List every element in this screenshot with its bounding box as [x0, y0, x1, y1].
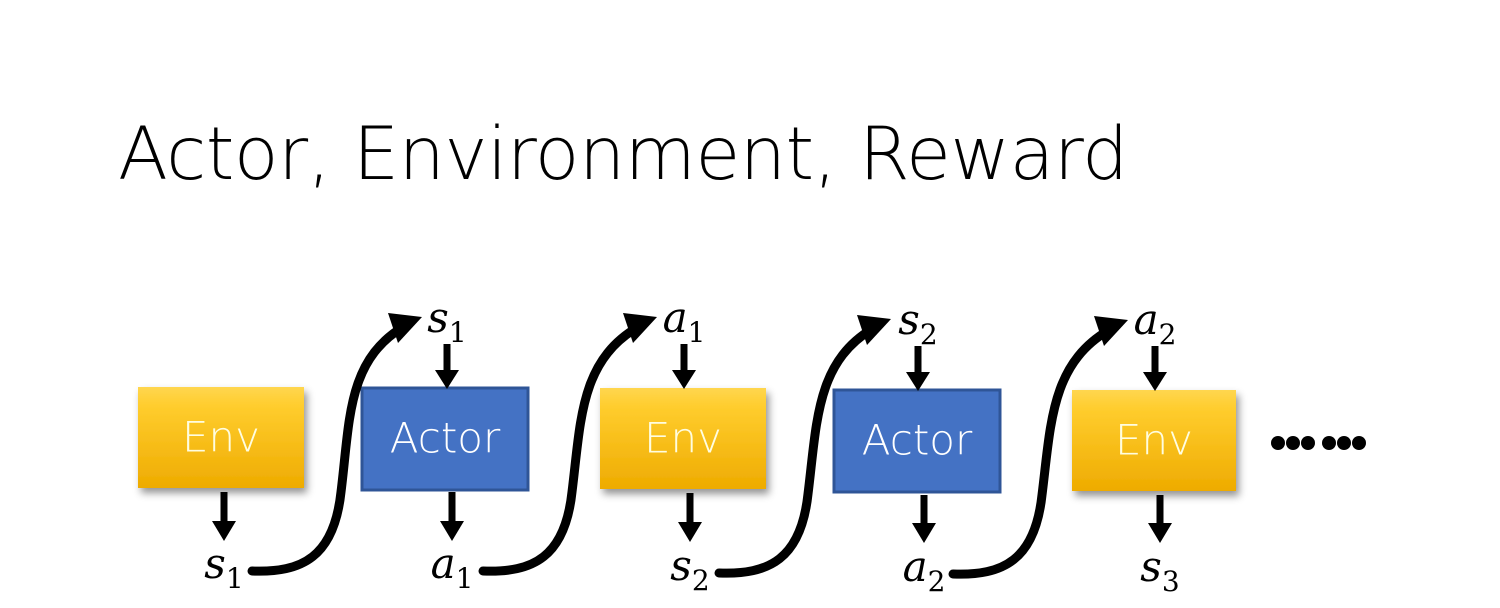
node-actor-1[interactable]: Actor — [360, 386, 530, 492]
env-box[interactable] — [600, 388, 766, 489]
signal-label-top-a2: a2 — [1134, 295, 1177, 351]
arrow-out-env-3 — [1148, 495, 1172, 543]
connector-curve — [247, 322, 408, 576]
arrow-head-down — [440, 521, 464, 541]
signal-base: s — [1140, 542, 1162, 591]
bottom-signal-labels: s1 a1 s2 a2 s3 — [204, 539, 1179, 598]
signal-subscript: 2 — [1159, 318, 1177, 351]
connector-arrow-head — [1094, 316, 1128, 346]
connector-arrow-head — [857, 315, 891, 345]
signal-base: a — [663, 293, 688, 342]
signal-label-top-s2: s2 — [898, 295, 937, 351]
connector-a1-feedback — [478, 313, 657, 576]
connector-curve — [478, 322, 643, 576]
arrow-into-actor-1 — [435, 344, 459, 389]
node-actor-2[interactable]: Actor — [832, 388, 1002, 494]
signal-label-top-a1: a1 — [663, 293, 706, 349]
arrow-into-actor-2 — [906, 346, 930, 391]
node-group: Env Actor Env Actor Env — [138, 386, 1236, 494]
outgoing-arrow-group — [212, 492, 1172, 543]
node-env-1[interactable]: Env — [138, 387, 304, 488]
signal-label-bottom-a2: a2 — [903, 542, 946, 598]
arrow-head-down — [672, 370, 696, 389]
actor-box-label: Actor — [862, 416, 973, 465]
signal-subscript: 1 — [688, 316, 706, 349]
signal-base: s — [427, 293, 449, 342]
arrow-out-actor-2 — [912, 495, 936, 543]
signal-label-bottom-s3: s3 — [1140, 542, 1179, 598]
signal-label-bottom-s1: s1 — [204, 539, 243, 595]
signal-base: s — [670, 541, 692, 590]
signal-subscript: 2 — [928, 565, 946, 598]
signal-base: a — [1134, 295, 1159, 344]
env-box[interactable] — [138, 387, 304, 488]
actor-box[interactable] — [832, 388, 1002, 494]
arrow-head-down — [678, 522, 702, 542]
arrow-into-env-3 — [1143, 346, 1167, 391]
ellipsis-dot — [1322, 436, 1336, 450]
arrow-head-down — [435, 370, 459, 389]
arrow-head-down — [906, 372, 930, 391]
arrow-into-env-2 — [672, 344, 696, 389]
ellipsis-dot — [1271, 436, 1285, 450]
ellipsis-dot — [1286, 436, 1300, 450]
node-env-3[interactable]: Env — [1072, 390, 1236, 491]
signal-subscript: 1 — [226, 562, 244, 595]
env-box[interactable] — [1072, 390, 1236, 491]
node-env-2[interactable]: Env — [600, 388, 766, 489]
ellipsis-dot — [1301, 436, 1315, 450]
arrow-head-down — [212, 521, 236, 541]
signal-base: s — [204, 539, 226, 588]
connector-arrow-head — [388, 313, 422, 343]
env-box-label: Env — [182, 413, 260, 462]
signal-subscript: 2 — [692, 564, 710, 597]
signal-label-bottom-s2: s2 — [670, 541, 709, 597]
incoming-arrow-group — [435, 344, 1167, 391]
arrow-head-down — [1148, 523, 1172, 543]
arrow-out-env-2 — [678, 493, 702, 542]
arrow-out-actor-1 — [440, 492, 464, 541]
arrow-head-down — [1143, 372, 1167, 391]
env-box-label: Env — [1115, 416, 1193, 465]
actor-box-label: Actor — [390, 414, 501, 463]
arrow-out-env-1 — [212, 492, 236, 541]
top-signal-labels: s1 a1 s2 a2 — [427, 293, 1176, 351]
connector-curve — [714, 324, 877, 578]
page-title: Actor, Environment, Reward — [118, 112, 1128, 197]
ellipsis-dot — [1337, 436, 1351, 450]
connector-group — [247, 313, 1128, 579]
signal-base: a — [431, 539, 456, 588]
signal-subscript: 2 — [920, 318, 938, 351]
connector-a2-feedback — [948, 316, 1128, 579]
signal-label-top-s1: s1 — [427, 293, 466, 349]
connector-curve — [948, 325, 1114, 579]
signal-label-bottom-a1: a1 — [431, 539, 474, 595]
ellipsis-dot — [1352, 436, 1366, 450]
signal-subscript: 1 — [456, 562, 474, 595]
signal-base: a — [903, 542, 928, 591]
actor-box[interactable] — [360, 386, 530, 492]
signal-subscript: 3 — [1162, 565, 1180, 598]
connector-arrow-head — [623, 313, 657, 343]
connector-s2-feedback — [714, 315, 891, 578]
arrow-head-down — [912, 523, 936, 543]
env-box-label: Env — [644, 414, 722, 463]
sequence-continues-ellipsis — [1271, 436, 1366, 450]
signal-subscript: 1 — [449, 316, 467, 349]
signal-base: s — [898, 295, 920, 344]
connector-s1-feedback — [247, 313, 422, 576]
